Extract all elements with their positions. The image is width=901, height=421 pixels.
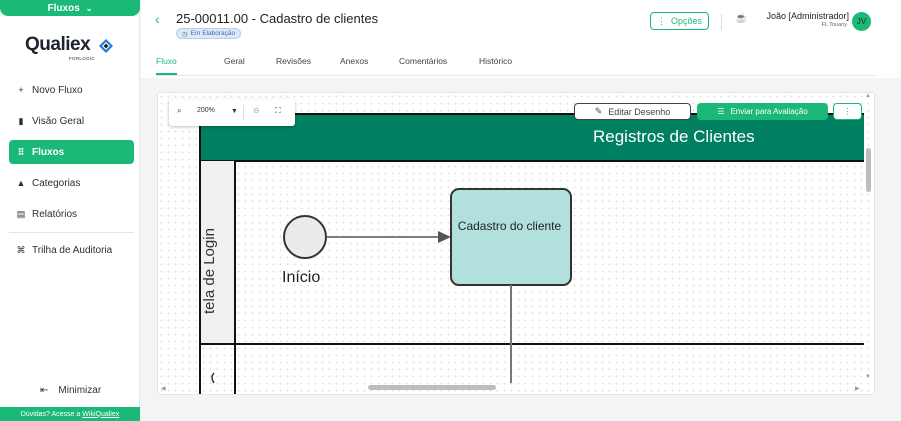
user-company: FL Touany: [821, 22, 847, 28]
vertical-scrollbar-thumb[interactable]: [866, 148, 871, 192]
lane-label: tela de Login: [201, 228, 218, 314]
task-cadastro-cliente: [450, 188, 572, 286]
options-label: Opções: [670, 16, 703, 26]
wiki-link[interactable]: WikiQualiex: [82, 410, 120, 418]
pool-title: Registros de Clientes: [593, 127, 755, 146]
edit-drawing-button[interactable]: ✎ Editar Desenho: [574, 103, 691, 120]
tab-comentarios[interactable]: Comentários: [399, 56, 448, 66]
send-list-icon: ☰: [717, 107, 725, 116]
diagram-canvas[interactable]: Registros de Clientes tela de Login Iníc…: [157, 92, 875, 395]
kebab-icon: ⋮: [843, 107, 852, 116]
tab-anexos[interactable]: Anexos: [340, 56, 369, 66]
tab-bar: Fluxo Geral Revisões Anexos Comentários …: [156, 56, 876, 76]
plus-icon: +: [18, 85, 24, 95]
options-button[interactable]: ⋮ Opções: [650, 12, 709, 30]
zoom-out-icon[interactable]: ⊖: [253, 106, 260, 115]
zoom-divider: [243, 105, 244, 120]
send-for-review-label: Enviar para Avaliação: [730, 107, 808, 116]
edit-diagram-icon: ✎: [594, 106, 603, 116]
fullscreen-icon[interactable]: ⛶: [275, 106, 281, 115]
kebab-icon: ⋮: [656, 15, 666, 26]
bpmn-diagram[interactable]: [158, 93, 875, 395]
sidebar: Fluxos ⌄ Qualiex FORLOGIC + Novo Fluxo ▮…: [0, 0, 140, 421]
pool-header: [200, 114, 864, 161]
more-actions-button[interactable]: ⋮: [833, 103, 862, 120]
logo-mark-icon: [99, 39, 113, 53]
dashboard-icon: ▮: [18, 115, 24, 126]
scroll-down-icon[interactable]: ▼: [865, 374, 871, 380]
sidebar-item-visao-geral[interactable]: ▮ Visão Geral: [9, 109, 134, 133]
logo-sub: FORLOGIC: [69, 56, 95, 61]
logo-word: Qualiex: [25, 34, 91, 55]
sidebar-item-label: Categorias: [32, 177, 81, 189]
status-label: Em Elaboração: [190, 30, 236, 37]
chevron-down-icon: ⌄: [85, 3, 93, 13]
zoom-search-icon[interactable]: ⌕: [177, 106, 182, 115]
tab-geral[interactable]: Geral: [224, 56, 245, 66]
nav-divider: [9, 232, 134, 233]
status-badge: ◷ Em Elaboração: [176, 28, 242, 39]
help-text: Dúvidas? Acesse a: [20, 410, 81, 418]
scroll-left-icon[interactable]: ◀: [161, 386, 166, 392]
report-icon: ▤: [16, 208, 26, 219]
zoom-toolbar: ⌕ 200% ▼ ⊖ ⛶: [169, 99, 295, 126]
sidebar-item-label: Relatórios: [32, 208, 78, 220]
edit-drawing-label: Editar Desenho: [608, 106, 671, 117]
scroll-right-icon[interactable]: ▶: [855, 386, 860, 392]
tab-fluxo[interactable]: Fluxo: [156, 56, 177, 75]
coffee-icon[interactable]: ☕: [735, 13, 748, 24]
next-lane-label-fragment: [211, 372, 215, 384]
flow-icon: ⠿: [17, 146, 25, 157]
help-bar: Dúvidas? Acesse a WikiQualiex: [0, 407, 140, 421]
page-title: 25-00011.00 - Cadastro de clientes: [176, 11, 379, 26]
sidebar-item-categorias[interactable]: ▲ Categorias: [9, 171, 134, 195]
sidebar-item-label: Fluxos: [32, 146, 65, 158]
zoom-level[interactable]: 200%: [197, 107, 215, 114]
module-switcher[interactable]: Fluxos ⌄: [0, 0, 140, 16]
minimize-button[interactable]: ⇤ Minimizar: [40, 385, 101, 396]
start-event: [283, 215, 327, 259]
lane-label-column: [200, 161, 235, 344]
sidebar-item-fluxos[interactable]: ⠿ Fluxos: [9, 140, 134, 164]
sidebar-item-novo-fluxo[interactable]: + Novo Fluxo: [9, 78, 134, 102]
header-divider: [721, 14, 722, 30]
sidebar-item-label: Visão Geral: [32, 115, 85, 127]
sidebar-item-label: Trilha de Auditoria: [32, 244, 113, 256]
start-event-label: Início: [282, 269, 321, 286]
avatar[interactable]: JV: [852, 12, 871, 31]
module-switcher-label: Fluxos: [47, 2, 80, 14]
task-label: Cadastro do cliente: [457, 219, 562, 233]
sequence-flow-arrowhead: [438, 231, 451, 243]
user-name[interactable]: João [Administrador]: [766, 11, 849, 21]
scroll-up-icon[interactable]: ▲: [865, 93, 871, 99]
collapse-icon: ⇤: [40, 385, 49, 396]
tab-historico[interactable]: Histórico: [479, 56, 513, 66]
sidebar-item-label: Novo Fluxo: [32, 84, 83, 96]
audit-icon: ⌘: [16, 244, 26, 255]
chevron-down-icon[interactable]: ▼: [231, 108, 238, 115]
sidebar-item-trilha-auditoria[interactable]: ⌘ Trilha de Auditoria: [9, 238, 134, 262]
horizontal-scrollbar-thumb[interactable]: [368, 385, 496, 390]
app-logo[interactable]: Qualiex FORLOGIC: [25, 34, 117, 62]
clock-icon: ◷: [182, 30, 188, 38]
categories-icon: ▲: [16, 178, 26, 188]
tab-revisoes[interactable]: Revisões: [276, 56, 311, 66]
page-header: ‹ 25-00011.00 - Cadastro de clientes ◷ E…: [141, 0, 901, 78]
back-arrow-icon[interactable]: ‹: [155, 11, 160, 27]
send-for-review-button[interactable]: ☰ Enviar para Avaliação: [697, 103, 828, 120]
sidebar-item-relatorios[interactable]: ▤ Relatórios: [9, 202, 134, 226]
minimize-label: Minimizar: [58, 385, 102, 396]
